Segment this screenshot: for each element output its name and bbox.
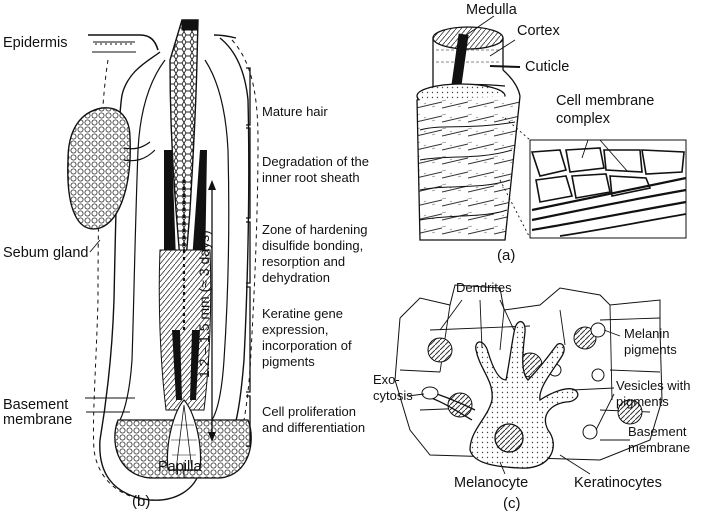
zone-line: resorption and <box>262 254 346 269</box>
zone-line: and differentiation <box>262 420 366 435</box>
zone-keratine: Keratine gene expression, incorporation … <box>262 306 352 370</box>
cmc-line-1: Cell membrane <box>556 93 655 109</box>
zone-line: Degradation of the <box>262 154 369 169</box>
zone-line: disulfide bonding, <box>262 238 364 253</box>
label-medulla: Medulla <box>466 2 517 18</box>
zone-line: expression, <box>262 322 329 337</box>
label-cell-membrane-complex: Cell membrane complex <box>556 92 654 128</box>
label-melanin-pigments: Melanin pigments <box>624 326 677 358</box>
zone-line: incorporation of <box>262 338 352 353</box>
label-basement-membrane-b: Basement membrane <box>3 398 72 428</box>
label-papilla: Papilla <box>158 459 202 475</box>
follicle-drawing <box>67 19 259 501</box>
hair-fiber-drawing <box>416 15 687 241</box>
zone-line: Cell proliferation <box>262 404 356 419</box>
label-vesicles: Vesicles with pigments <box>616 378 690 410</box>
cmc-line-2: complex <box>556 111 610 127</box>
label-exocytosis: Exo- cytosis <box>373 372 413 404</box>
zone-line: Zone of hardening <box>262 222 368 237</box>
scale-arrow <box>208 180 216 442</box>
label-epidermis: Epidermis <box>3 35 68 51</box>
zone-line: Keratine gene <box>262 306 343 321</box>
exocytosis-line-1: Exo- <box>373 372 400 387</box>
label-cortex: Cortex <box>517 23 560 39</box>
label-cuticle: Cuticle <box>525 59 570 75</box>
vesicles-line-2: pigments <box>616 394 669 409</box>
label-keratinocytes: Keratinocytes <box>574 475 662 491</box>
caption-panel-c: (c) <box>503 495 521 512</box>
zone-proliferation: Cell proliferation and differentiation <box>262 404 365 436</box>
zone-brackets <box>246 67 251 447</box>
zone-line: inner root sheath <box>262 170 360 185</box>
basement-c-line-1: Basement <box>628 424 687 439</box>
label-dendrites: Dendrites <box>456 280 512 295</box>
cell-membrane-inset <box>530 147 687 237</box>
label-growth-scale: 1.2 – 1.5 mm (≈ 3 days) <box>196 230 212 378</box>
caption-panel-b: (b) <box>132 493 151 510</box>
exocytosis-line-2: cytosis <box>373 388 413 403</box>
vesicles-line-1: Vesicles with <box>616 378 691 393</box>
basement-line-2: membrane <box>3 412 73 428</box>
label-sebum-gland: Sebum gland <box>3 245 89 261</box>
zone-line: pigments <box>262 354 315 369</box>
zone-mature-hair: Mature hair <box>262 104 328 120</box>
basement-line-1: Basement <box>3 397 69 413</box>
caption-panel-a: (a) <box>497 247 516 264</box>
melanin-line-2: pigments <box>624 342 677 357</box>
zone-line: Mature hair <box>262 104 328 119</box>
melanocyte-drawing <box>394 284 663 475</box>
label-basement-membrane-c: Basement membrane <box>628 424 690 456</box>
label-melanocyte: Melanocyte <box>454 475 529 491</box>
basement-c-line-2: membrane <box>628 440 691 455</box>
melanin-line-1: Melanin <box>624 326 670 341</box>
zone-line: dehydration <box>262 270 330 285</box>
zone-hardening: Zone of hardening disulfide bonding, res… <box>262 222 368 286</box>
zone-degradation: Degradation of the inner root sheath <box>262 154 369 186</box>
